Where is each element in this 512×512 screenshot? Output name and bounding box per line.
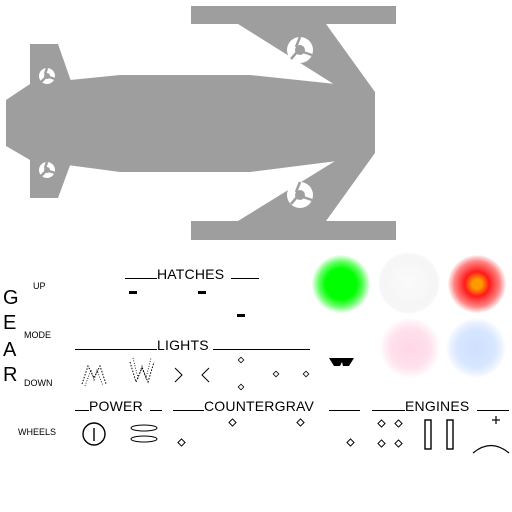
pink-light xyxy=(380,318,440,378)
hatches-title: HATCHES xyxy=(157,266,225,282)
engines-rule-left xyxy=(372,410,405,411)
hatches-rule-right xyxy=(231,278,259,279)
power-rule-right xyxy=(150,410,162,411)
engines-rule-right xyxy=(477,410,509,411)
power-rule-left xyxy=(75,410,89,411)
lights-title: LIGHTS xyxy=(157,337,209,353)
gear-letter-e: E xyxy=(3,312,17,334)
gear-letter-g: G xyxy=(3,287,19,309)
countergrav-sprites xyxy=(177,418,355,447)
gear-letter-a: A xyxy=(3,339,17,361)
green-light xyxy=(312,255,370,313)
hatches-rule-left xyxy=(125,278,157,279)
gear-letter-r: R xyxy=(3,364,18,386)
countergrav-rule-left xyxy=(173,410,204,411)
hatch-mark xyxy=(237,314,245,317)
engines-title: ENGINES xyxy=(405,398,470,414)
lights-rule-left xyxy=(75,349,157,350)
wheel-icon xyxy=(130,424,158,443)
gear-mode-label: MODE xyxy=(24,330,51,340)
lights-rule-right xyxy=(213,349,310,350)
red-light xyxy=(448,255,506,313)
hull-shape xyxy=(6,6,396,240)
engine-sprites xyxy=(377,416,510,454)
hatch-mark xyxy=(129,291,137,294)
spaceship-hull xyxy=(6,6,396,240)
gear-down-label: DOWN xyxy=(24,378,53,388)
countergrav-title: COUNTERGRAV xyxy=(204,398,315,414)
hatch-mark xyxy=(198,291,206,294)
wheels-label: WHEELS xyxy=(18,427,57,437)
lights-sprites xyxy=(81,356,354,391)
gear-up-label: UP xyxy=(33,281,46,291)
blue-light xyxy=(446,318,506,378)
countergrav-rule-right xyxy=(329,410,360,411)
white-light xyxy=(378,252,440,314)
power-icon xyxy=(82,422,106,446)
power-title: POWER xyxy=(89,398,143,414)
